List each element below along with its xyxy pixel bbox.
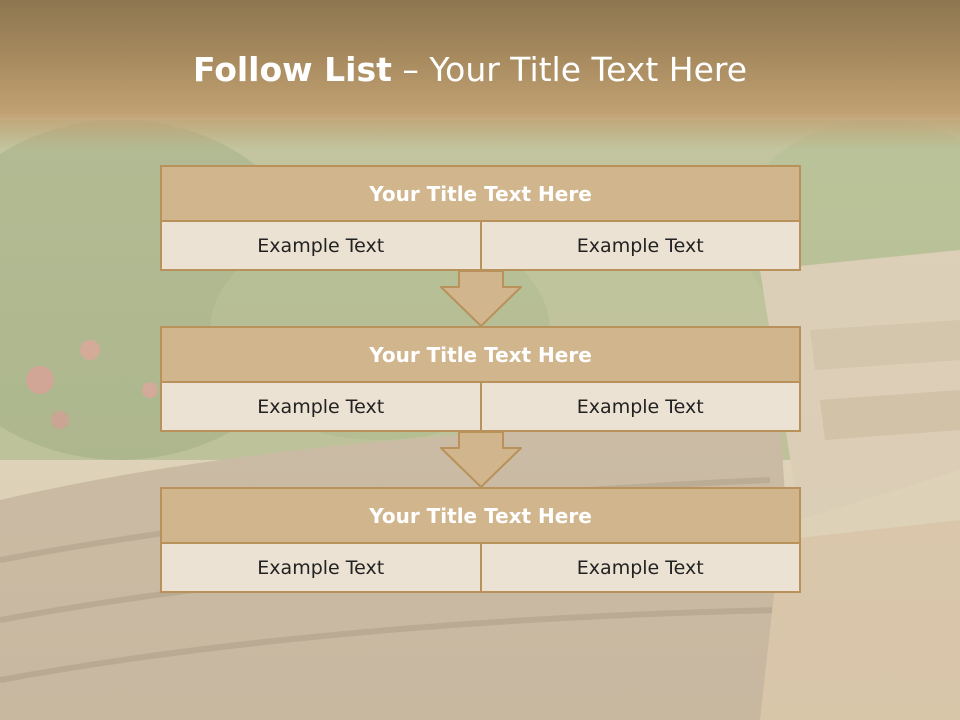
list-block-1: Your Title Text Here Example Text Exampl… bbox=[160, 165, 801, 271]
block-cell-right: Example Text bbox=[479, 544, 801, 593]
title-rest-part: – Your Title Text Here bbox=[391, 50, 748, 89]
block-row: Example Text Example Text bbox=[160, 544, 801, 593]
down-arrow-icon bbox=[440, 431, 522, 488]
title-bold-part: Follow List bbox=[192, 50, 392, 89]
slide-title: Follow List – Your Title Text Here bbox=[0, 50, 940, 89]
block-title: Your Title Text Here bbox=[160, 487, 801, 544]
block-cell-left: Example Text bbox=[160, 383, 482, 432]
down-arrow-icon bbox=[440, 270, 522, 327]
block-cell-right: Example Text bbox=[479, 222, 801, 271]
block-cell-right: Example Text bbox=[479, 383, 801, 432]
title-band bbox=[0, 0, 960, 150]
block-title: Your Title Text Here bbox=[160, 326, 801, 383]
block-cell-left: Example Text bbox=[160, 222, 482, 271]
block-row: Example Text Example Text bbox=[160, 222, 801, 271]
block-cell-left: Example Text bbox=[160, 544, 482, 593]
list-block-2: Your Title Text Here Example Text Exampl… bbox=[160, 326, 801, 432]
block-row: Example Text Example Text bbox=[160, 383, 801, 432]
block-title: Your Title Text Here bbox=[160, 165, 801, 222]
list-block-3: Your Title Text Here Example Text Exampl… bbox=[160, 487, 801, 593]
